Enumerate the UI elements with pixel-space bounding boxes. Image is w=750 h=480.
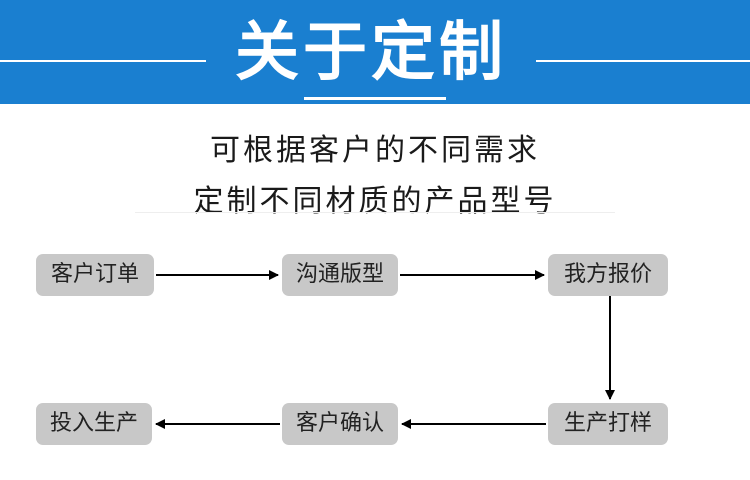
step-customer-order: 客户订单 — [36, 254, 154, 296]
page-title: 关于定制 — [235, 16, 507, 90]
subtitle-line-2: 定制不同材质的产品型号 — [193, 184, 557, 219]
step-sampling: 生产打样 — [548, 403, 668, 445]
subtitle-line-1: 可根据客户的不同需求 — [210, 133, 540, 168]
subtitle-rule — [135, 212, 615, 213]
title-underline — [304, 97, 446, 100]
step-customer-confirmation: 客户确认 — [282, 403, 398, 445]
step-pattern-discussion: 沟通版型 — [282, 254, 398, 296]
header-banner: 关于定制 — [0, 0, 750, 104]
header-divider-left — [0, 60, 206, 62]
step-quotation: 我方报价 — [548, 254, 668, 296]
header-divider-right — [536, 60, 750, 62]
step-production: 投入生产 — [36, 403, 152, 445]
